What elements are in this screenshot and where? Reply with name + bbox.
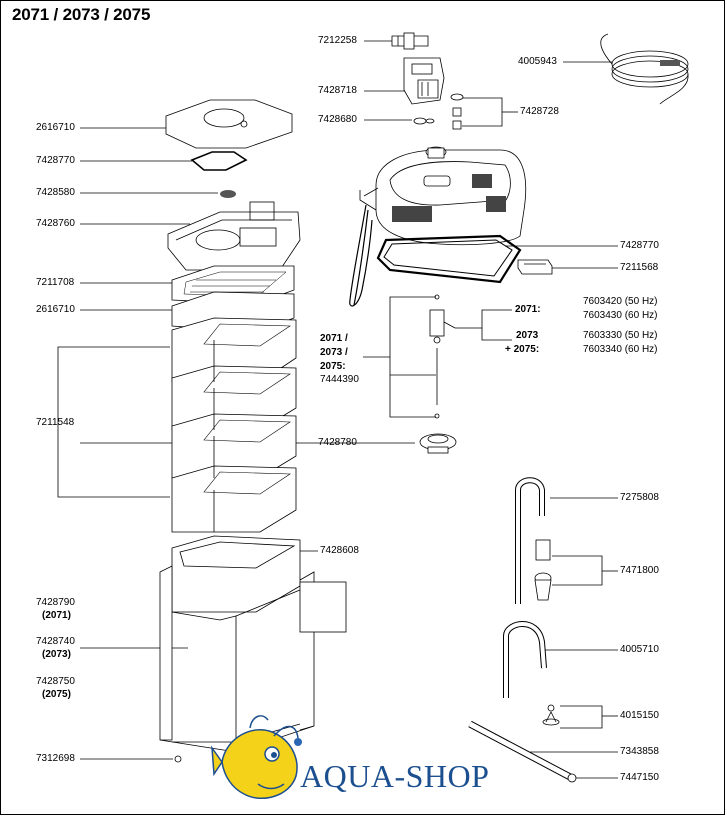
label-7428718: 7428718 (318, 85, 357, 96)
seal-ring-7428770-drawing (376, 234, 522, 284)
end-cap-7447150-drawing (567, 773, 577, 783)
label-7428680: 7428680 (318, 114, 357, 125)
label-4015150: 4015150 (620, 710, 659, 721)
label-2616710-lid: 2616710 (36, 122, 75, 133)
label-7603420: 7603420 (50 Hz) (583, 296, 658, 307)
label-7428760: 7428760 (36, 218, 75, 229)
label-7428790: 7428790 (36, 597, 75, 608)
part-7428718-drawing (403, 57, 445, 105)
intake-pipe-7275808-drawing (515, 477, 545, 604)
label-7428780: 7428780 (318, 437, 357, 448)
aqua-shop-logo-fish (211, 715, 302, 799)
label-4005943: 4005943 (518, 56, 557, 67)
suction-cup-4015150-drawing (542, 704, 560, 726)
label-model-2073: 2073 (516, 330, 539, 341)
rotor-assembly-drawing (429, 294, 456, 419)
label-7428580: 7428580 (36, 187, 75, 198)
label-7471800: 7471800 (620, 565, 659, 576)
label-7428728: 7428728 (520, 106, 559, 117)
label-models-line3: 2075: (320, 361, 346, 372)
label-models-line2: 2073 / (320, 347, 348, 358)
part-7212258-drawing (391, 32, 429, 50)
basket-lid-7428760-drawing (167, 201, 301, 271)
label-7603340: 7603340 (60 Hz) (583, 344, 658, 355)
label-7603330: 7603330 (50 Hz) (583, 330, 658, 341)
hose-4005943-drawing (600, 33, 689, 105)
valve-7471800-drawing (534, 539, 552, 601)
label-7211548: 7211548 (36, 417, 75, 428)
label-7428740: 7428740 (36, 636, 75, 647)
label-7212258: 7212258 (318, 35, 357, 46)
diagram-title: 2071 / 2073 / 2075 (12, 5, 151, 24)
seal-7428770-drawing (190, 151, 248, 171)
label-7444390: 7444390 (320, 374, 359, 385)
canister-drawing (159, 535, 347, 763)
part-7428728-drawing (450, 93, 464, 130)
part-7211568-drawing (517, 259, 553, 275)
outlet-pipe-4005710-drawing (503, 621, 547, 698)
label-7428750: 7428750 (36, 676, 75, 687)
label-7211708: 7211708 (36, 277, 75, 288)
label-7603430: 7603430 (60 Hz) (583, 310, 658, 321)
label-variant-2073: (2073) (42, 649, 71, 660)
label-7447150: 7447150 (620, 772, 659, 783)
label-variant-2075: (2075) (42, 689, 71, 700)
aqua-shop-logo-text: AQUA-SHOP (300, 758, 490, 794)
pump-head-drawing (349, 146, 527, 307)
label-models-line1: 2071 / (320, 333, 348, 344)
impeller-cover-7428780-drawing (419, 433, 457, 454)
label-2616710-pad: 2616710 (36, 304, 75, 315)
label-7428770-seal: 7428770 (36, 155, 75, 166)
label-model-2071: 2071: (515, 304, 541, 315)
lid-2616710-drawing (165, 99, 293, 149)
spray-bar-7343858-drawing (468, 720, 574, 782)
label-7428770-ring: 7428770 (620, 240, 659, 251)
part-7428680-drawing (413, 117, 435, 125)
label-7428608: 7428608 (320, 545, 359, 556)
label-model-2075: + 2075: (505, 344, 540, 355)
label-7275808: 7275808 (620, 492, 659, 503)
label-7343858: 7343858 (620, 746, 659, 757)
label-7211568: 7211568 (620, 262, 659, 273)
label-variant-2071: (2071) (42, 610, 71, 621)
leader-lines (57, 40, 618, 779)
label-4005710: 4005710 (620, 644, 659, 655)
baskets-7211548-drawing (171, 317, 297, 533)
label-7312698: 7312698 (36, 753, 75, 764)
part-7428580-drawing (220, 190, 236, 198)
